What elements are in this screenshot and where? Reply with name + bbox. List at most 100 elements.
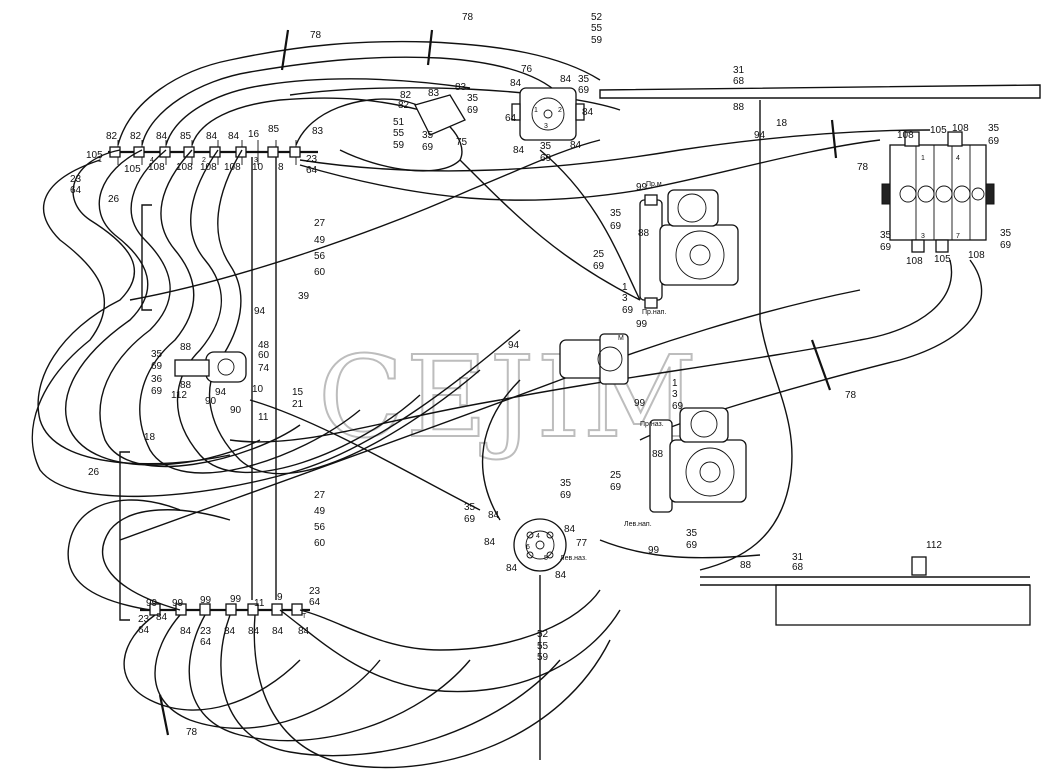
label-59: 59	[393, 140, 405, 151]
label-31: 31	[733, 65, 745, 76]
label-16: 16	[248, 129, 260, 140]
frame-rail-top	[599, 84, 1041, 99]
label-9: 9	[277, 592, 283, 603]
hydraulic-motor	[559, 333, 629, 385]
label-27: 27	[314, 490, 326, 501]
label-105: 105	[124, 164, 141, 175]
label-69: 69	[578, 85, 590, 96]
port-mark: 3	[544, 123, 548, 130]
label-55: 55	[591, 23, 603, 34]
port-mark: 4	[956, 155, 960, 162]
long-hoses	[119, 87, 983, 760]
label-55: 55	[393, 128, 405, 139]
label-77: 77	[576, 538, 588, 549]
label-25: 25	[610, 470, 622, 481]
label-69: 69	[610, 482, 622, 493]
label-23: 23	[200, 626, 212, 637]
label-35: 35	[610, 208, 622, 219]
label-69: 69	[467, 105, 479, 116]
label-26: 26	[88, 467, 100, 478]
label-69: 69	[610, 221, 622, 232]
port-marks: 1 4 2 3 Пр.м. Пр.нап. Пр.наз. Лев.нап. Л…	[98, 107, 960, 620]
label-88: 88	[180, 342, 192, 353]
port-mark: Пр.нап.	[642, 309, 666, 316]
label-69: 69	[672, 401, 684, 412]
label-84: 84	[570, 140, 582, 151]
label-88: 88	[733, 102, 745, 113]
label-75: 75	[456, 137, 468, 148]
label-60: 60	[314, 267, 326, 278]
top-valve-block	[511, 87, 585, 141]
label-99: 99	[636, 182, 648, 193]
port-mark: Лев.наз.	[560, 555, 587, 562]
label-78: 78	[310, 30, 322, 41]
label-84: 84	[510, 78, 522, 89]
label-90: 90	[230, 405, 242, 416]
port-mark: 2	[202, 157, 206, 164]
label-69: 69	[540, 153, 552, 164]
label-52: 52	[537, 629, 549, 640]
label-78: 78	[186, 727, 198, 738]
hose-loops-bottom	[67, 499, 621, 769]
label-1: 1	[672, 378, 678, 389]
label-49: 49	[314, 235, 326, 246]
label-83: 83	[312, 126, 324, 137]
label-69: 69	[464, 514, 476, 525]
label-99: 99	[200, 595, 212, 606]
label-35: 35	[422, 130, 434, 141]
label-69: 69	[151, 361, 163, 372]
label-36: 36	[151, 374, 163, 385]
label-94: 94	[754, 130, 766, 141]
label-88: 88	[638, 228, 650, 239]
label-10: 10	[252, 162, 264, 173]
label-82: 82	[106, 131, 118, 142]
label-88: 88	[740, 560, 752, 571]
label-78: 78	[857, 162, 869, 173]
label-69: 69	[622, 305, 634, 316]
brackets	[119, 204, 152, 621]
label-112: 112	[926, 540, 942, 551]
label-84: 84	[564, 524, 576, 535]
label-64: 64	[138, 625, 150, 636]
label-88: 88	[652, 449, 664, 460]
label-11: 11	[254, 598, 265, 609]
label-105: 105	[930, 125, 947, 136]
port-mark: 1	[921, 155, 925, 162]
label-99: 99	[172, 598, 184, 609]
label-94: 94	[254, 306, 266, 317]
label-35: 35	[151, 349, 163, 360]
label-108: 108	[176, 162, 193, 173]
label-82: 82	[398, 100, 410, 111]
label-26: 26	[108, 194, 120, 205]
label-56: 56	[314, 522, 326, 533]
label-108: 108	[968, 250, 985, 261]
label-82: 82	[130, 131, 142, 142]
label-69: 69	[1000, 240, 1012, 251]
label-39: 39	[298, 291, 310, 302]
label-74: 74	[258, 363, 270, 374]
control-valve-bank	[881, 131, 995, 253]
label-90: 90	[205, 396, 217, 407]
protective-sleeves	[158, 29, 838, 736]
label-108: 108	[200, 162, 217, 173]
label-84: 84	[156, 612, 168, 623]
label-112: 112	[171, 390, 187, 401]
label-60: 60	[258, 350, 270, 361]
label-108: 108	[952, 123, 969, 134]
label-84: 84	[484, 537, 496, 548]
label-56: 56	[314, 251, 326, 262]
label-78: 78	[845, 390, 857, 401]
label-35: 35	[560, 478, 572, 489]
bottom-manifold	[140, 603, 310, 616]
label-35: 35	[464, 502, 476, 513]
label-23: 23	[70, 174, 82, 185]
label-108: 108	[906, 256, 923, 267]
callout-labels: 78 78 78 78 78 52 55 59 76 84 84 35 69 6…	[70, 12, 1012, 738]
label-84: 84	[180, 626, 192, 637]
label-88: 88	[180, 380, 192, 391]
label-84: 84	[156, 131, 168, 142]
label-49: 49	[314, 506, 326, 517]
label-18: 18	[776, 118, 788, 129]
swivel-valve	[513, 518, 567, 572]
